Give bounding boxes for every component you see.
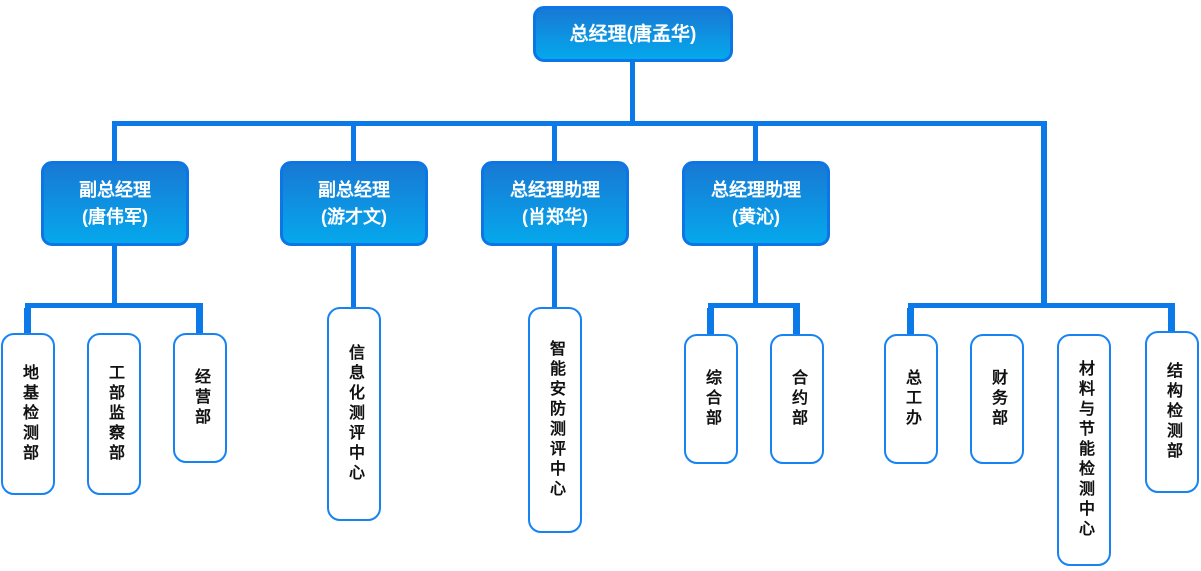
node-role: 副总经理 [79,179,151,200]
node-deputy-gm-1: 副总经理 (唐伟军) [41,161,189,246]
connector-root-stub [630,62,635,122]
node-dept-works-supervision: 工部监察部 [87,333,141,495]
connector-branch2-direct [351,246,356,309]
connector-stub-dept-8 [907,308,914,335]
node-gm-assistant-2: 总经理助理 (黄沁) [682,161,830,246]
connector-branch4-stub [753,246,758,306]
connector-stub-dept-6 [707,308,714,335]
connector-branch1-bus [25,303,203,308]
node-label: 总经理(唐孟华) [569,23,697,45]
connector-right-branch [1041,121,1047,305]
connector-stub-dept-11 [1168,308,1175,334]
connector-main-bus [112,121,1047,126]
connector-stub-dept-3 [196,308,203,334]
node-general-manager: 总经理(唐孟华) [533,6,733,62]
connector-stub-dept-1 [24,308,31,334]
connector-drop-manager-2 [351,126,356,162]
connector-branch1-stub [112,246,117,306]
connector-stub-dept-7 [793,308,800,335]
dept-label: 地基检测部 [20,364,37,464]
node-dept-materials-energy-center: 材料与节能检测中心 [1057,334,1111,566]
connector-drop-manager-3 [552,126,557,162]
node-dept-general-affairs: 综合部 [684,334,738,464]
connector-drop-manager-1 [112,126,117,162]
dept-label: 结构检测部 [1164,362,1181,462]
dept-label: 合约部 [789,369,806,429]
node-role: 总经理助理 [510,179,600,200]
node-person: (肖郑华) [522,206,588,227]
connector-branch3-direct [552,246,557,309]
dept-label: 综合部 [703,369,720,429]
node-person: (游才文) [321,206,387,227]
dept-label: 信息化测评中心 [346,344,363,484]
dept-label: 财务部 [989,369,1006,429]
dept-label: 材料与节能检测中心 [1076,360,1093,540]
node-role: 总经理助理 [711,179,801,200]
connector-right-bus [908,303,1175,308]
dept-label: 工部监察部 [106,364,123,464]
node-person: (唐伟军) [82,206,148,227]
node-dept-structure-testing: 结构检测部 [1145,331,1199,493]
node-dept-informatization-center: 信息化测评中心 [327,307,381,521]
connector-drop-manager-4 [753,126,758,162]
dept-label: 总工办 [903,369,920,429]
node-dept-foundation-testing: 地基检测部 [1,333,55,495]
node-dept-operations: 经营部 [173,333,227,463]
connector-branch4-bus [708,303,800,308]
node-dept-finance: 财务部 [970,334,1024,464]
node-deputy-gm-2: 副总经理 (游才文) [280,161,428,246]
node-dept-chief-engineer-office: 总工办 [884,334,938,464]
node-dept-smart-security-center: 智能安防测评中心 [528,307,582,533]
node-person: (黄沁) [732,206,780,227]
node-dept-contracts: 合约部 [770,334,824,464]
dept-label: 智能安防测评中心 [547,340,564,500]
node-gm-assistant-1: 总经理助理 (肖郑华) [481,161,629,246]
dept-label: 经营部 [192,368,209,428]
node-role: 副总经理 [318,179,390,200]
